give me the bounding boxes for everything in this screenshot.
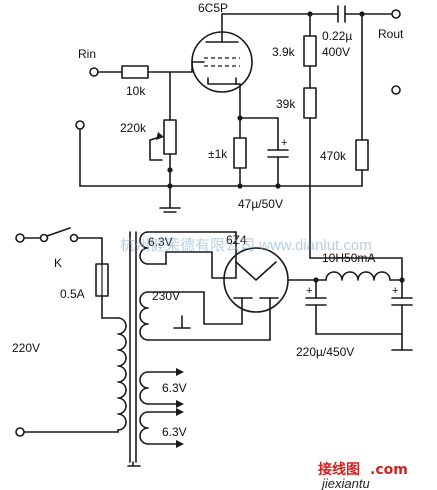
mains-voltage-label: 220V (12, 341, 40, 355)
mains-terminal-top (15, 233, 25, 243)
svg-text:+: + (392, 285, 398, 297)
capacitor-cathode (267, 149, 289, 158)
filter-caps-label: 220µ/450V (296, 345, 354, 359)
svg-text:+: + (306, 285, 312, 297)
trafo-230v-label: 230V (152, 289, 180, 303)
pot-220k-label: 220k (120, 121, 147, 135)
cap-cathode-label: 47µ/50V (238, 197, 283, 211)
watermark-logo-url: jiexiantu (320, 476, 370, 490)
tube-6z4-label: 6Z4 (226, 233, 247, 247)
rin-label: Rin (78, 47, 96, 61)
watermark-logo-com: .com (370, 462, 408, 478)
resistor-3-9k-label: 3.9k (272, 45, 296, 59)
trafo-6-3v-b-label: 6.3V (162, 425, 187, 439)
watermark-logo-cn: 接线图 (318, 461, 360, 478)
rout-label: Rout (378, 27, 404, 41)
capacitor-coupling (337, 5, 346, 23)
fuse-label: 0.5A (60, 287, 85, 301)
resistor-39k (303, 87, 317, 119)
resistor-470k-label: 470k (320, 149, 347, 163)
resistor-3-9k (303, 35, 317, 67)
tube-6c5p (191, 13, 253, 119)
transformer-sec-heater-b (139, 411, 149, 445)
switch-k-label: K (54, 256, 62, 270)
resistor-cathode-label: ±1k (208, 147, 228, 161)
resistor-470k (355, 139, 369, 171)
inductor-choke (325, 271, 391, 281)
trafo-6-3v-a-label: 6.3V (162, 381, 187, 395)
transformer-sec-heater-a (139, 371, 149, 405)
cap-coupling-voltage-label: 400V (322, 45, 350, 59)
watermark-text: 杭州健荣德有限公司 www.dianlut.com (120, 236, 372, 254)
transformer-sec-hv (139, 291, 149, 341)
trafo-6-3v-top-label: 6.3V (148, 235, 173, 249)
resistor-cathode (233, 137, 247, 169)
tube-6c5p-label: 6C5P (198, 1, 228, 15)
transformer-primary (117, 317, 127, 431)
resistor-10k-label: 10k (126, 84, 146, 98)
potentiometer-220k (163, 119, 177, 155)
mains-terminal-bottom (15, 427, 25, 437)
switch-k (39, 227, 79, 243)
resistor-10k (121, 65, 149, 79)
cap-coupling-value-label: 0.22µ (322, 29, 352, 43)
capacitor-filter-2 (391, 297, 413, 306)
svg-text:+: + (281, 137, 287, 149)
input-ground-terminal (75, 120, 85, 130)
rout-terminal (391, 9, 401, 19)
transformer-sec-heater (139, 231, 149, 265)
output-ground-terminal (391, 85, 401, 95)
capacitor-filter-1 (305, 297, 327, 306)
resistor-39k-label: 39k (276, 97, 296, 111)
tube-6z4 (223, 247, 289, 325)
rin-terminal (89, 67, 99, 77)
